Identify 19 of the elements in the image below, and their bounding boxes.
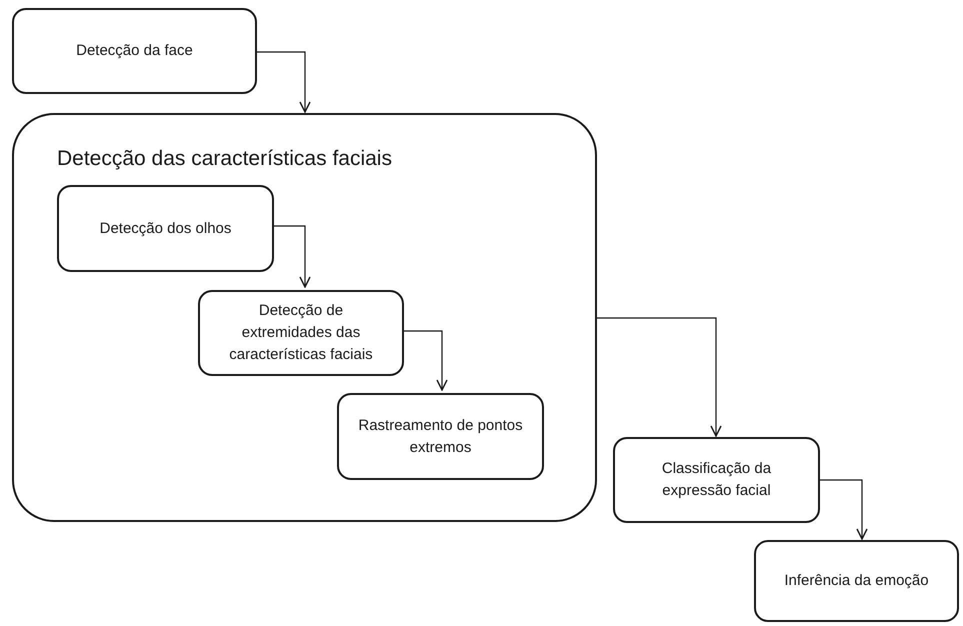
group-container	[12, 113, 597, 522]
arrow	[257, 51, 311, 113]
step-label: Detecção da face	[76, 41, 193, 61]
step-label: Detecção dos olhos	[100, 218, 232, 238]
arrow	[272, 225, 311, 288]
step-label: Detecção de extremidades das características faciais	[228, 301, 374, 365]
process-box	[337, 393, 544, 480]
arrow	[402, 330, 448, 391]
arrow	[597, 317, 722, 437]
process-box	[754, 540, 959, 622]
process-box	[57, 185, 274, 272]
step-label: Inferência da emoção	[784, 571, 929, 591]
step-label: Classificação da expressão facial	[660, 459, 772, 501]
step-label: Rastreamento de pontos extremos	[357, 416, 524, 458]
process-box	[198, 290, 404, 376]
process-box	[12, 8, 257, 94]
arrow	[820, 479, 868, 540]
process-box	[613, 437, 820, 523]
group-title: Detecção das características faciais	[57, 146, 392, 172]
